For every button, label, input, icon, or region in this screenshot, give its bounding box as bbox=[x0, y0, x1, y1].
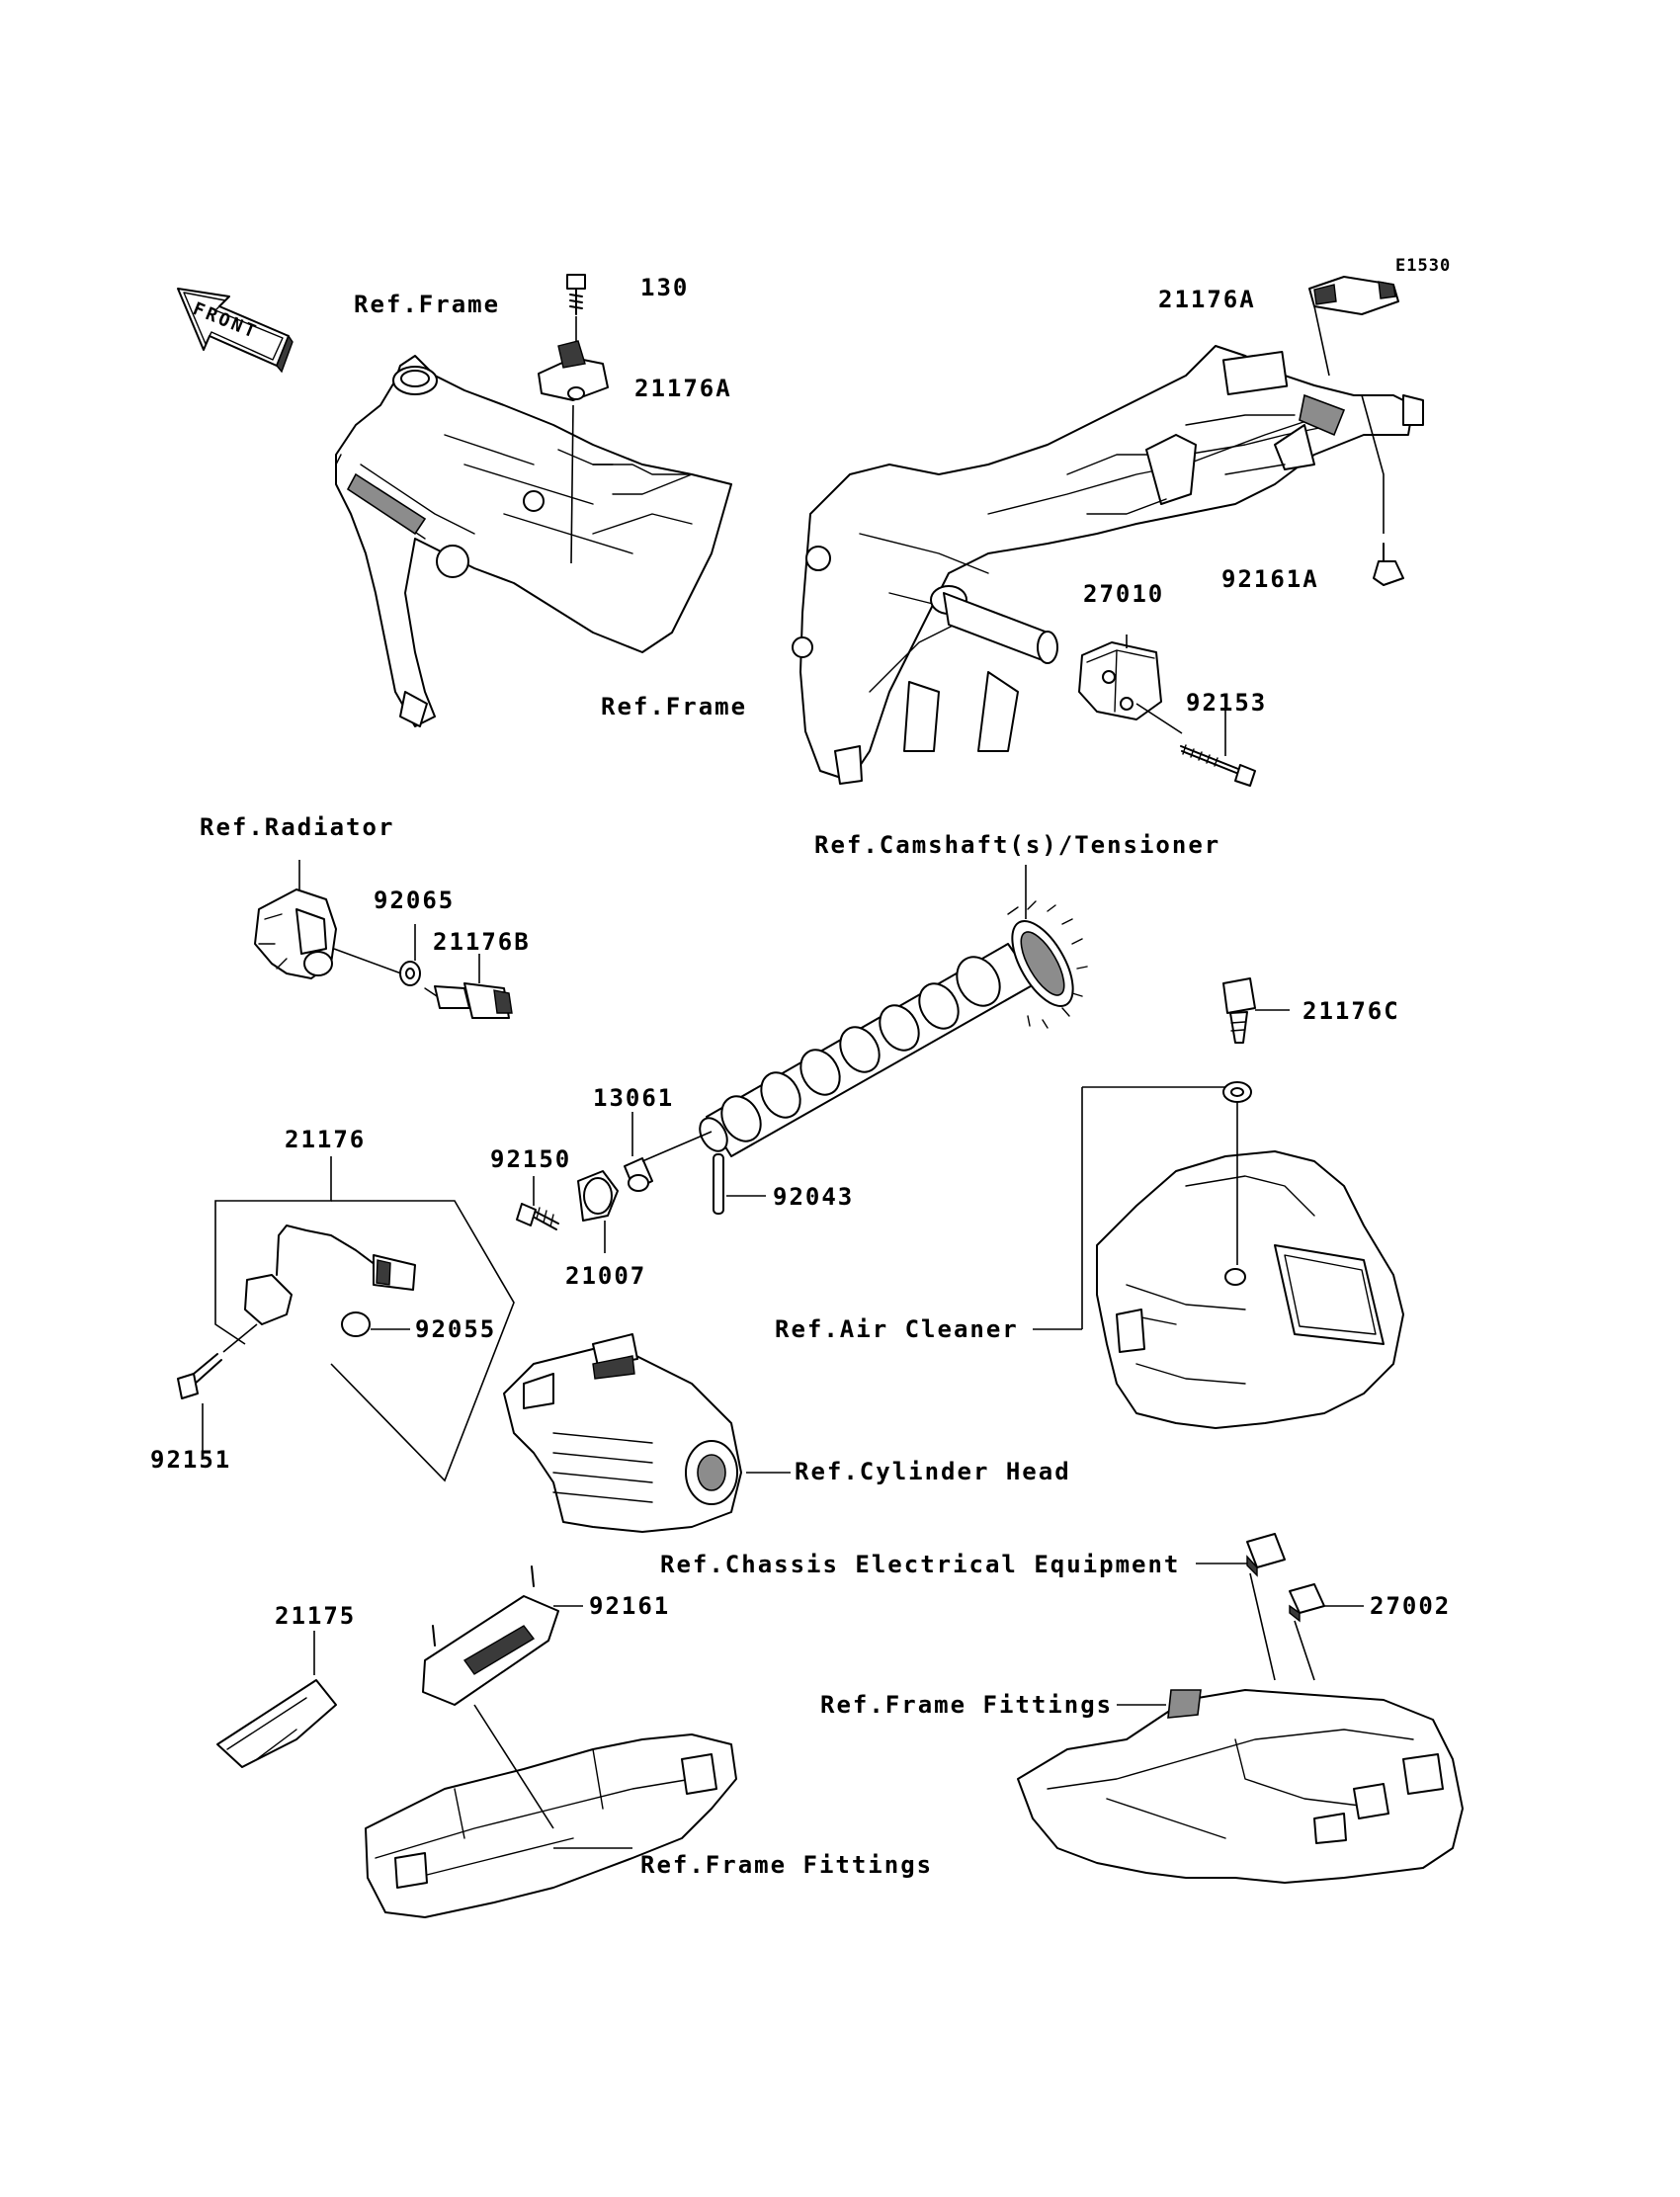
part-13061-label: 13061 bbox=[593, 1084, 675, 1112]
unit-27010 bbox=[1078, 641, 1162, 720]
part-21176b-label: 21176B bbox=[433, 928, 531, 956]
part-92153-label: 92153 bbox=[1186, 689, 1268, 717]
part-21176c-label: 21176C bbox=[1302, 997, 1400, 1025]
module-chassis-electrical bbox=[1246, 1533, 1286, 1577]
ref-camshaft-label: Ref.Camshaft(s)/Tensioner bbox=[814, 831, 1221, 859]
ref-frame-left-label: Ref.Frame bbox=[354, 291, 501, 318]
part-92055-label: 92055 bbox=[415, 1315, 497, 1343]
part-92161-label: 92161 bbox=[589, 1592, 671, 1620]
ref-frame-fittings-left-label: Ref.Frame Fittings bbox=[640, 1851, 934, 1879]
ref-radiator-label: Ref.Radiator bbox=[200, 813, 395, 841]
part-130-label: 130 bbox=[640, 274, 690, 301]
oring-92055 bbox=[341, 1311, 371, 1337]
sensor-21176c bbox=[1222, 977, 1256, 1044]
washer-92065 bbox=[399, 961, 421, 986]
diagram-code: E1530 bbox=[1395, 256, 1452, 276]
sensor-21176a-top bbox=[538, 340, 609, 401]
frame-fittings-right-illustration bbox=[1017, 1689, 1464, 1884]
bolt-92153 bbox=[1180, 744, 1256, 787]
part-92065-label: 92065 bbox=[374, 887, 456, 914]
main-frame-illustration bbox=[792, 345, 1424, 785]
part-21007-label: 21007 bbox=[565, 1262, 647, 1290]
pin-92043 bbox=[713, 1153, 724, 1215]
bolt-92151 bbox=[177, 1353, 222, 1399]
left-frame-illustration bbox=[335, 355, 732, 727]
part-92161a-label: 92161A bbox=[1221, 565, 1319, 593]
cylinder-head-illustration bbox=[503, 1333, 742, 1533]
part-21176-label: 21176 bbox=[285, 1126, 367, 1153]
bolt-130 bbox=[566, 274, 586, 315]
sensor-21176 bbox=[244, 1225, 416, 1325]
air-cleaner-illustration bbox=[1096, 1150, 1404, 1429]
plate-92161 bbox=[422, 1565, 559, 1706]
ref-chassis-electrical-label: Ref.Chassis Electrical Equipment bbox=[660, 1551, 1181, 1578]
sensor-21176b bbox=[424, 982, 513, 1019]
ref-cylinder-head-label: Ref.Cylinder Head bbox=[795, 1458, 1071, 1485]
part-92150-label: 92150 bbox=[490, 1145, 572, 1173]
camshaft-illustration bbox=[699, 900, 1088, 1157]
ref-frame-center-label: Ref.Frame bbox=[601, 693, 748, 720]
part-27010-label: 27010 bbox=[1083, 580, 1165, 608]
cover-21175 bbox=[216, 1679, 337, 1768]
module-27002 bbox=[1289, 1583, 1325, 1623]
ref-frame-fittings-right-label: Ref.Frame Fittings bbox=[820, 1691, 1114, 1719]
radiator-housing-illustration bbox=[254, 888, 337, 979]
part-92043-label: 92043 bbox=[773, 1183, 855, 1211]
collar-21007 bbox=[577, 1170, 619, 1222]
part-21175-label: 21175 bbox=[275, 1602, 357, 1630]
grommet-air-cleaner bbox=[1222, 1081, 1252, 1103]
part-21176a-top-label: 21176A bbox=[634, 375, 732, 402]
ref-air-cleaner-label: Ref.Air Cleaner bbox=[775, 1315, 1019, 1343]
front-arrow-icon bbox=[177, 288, 294, 374]
screw-92161a bbox=[1373, 543, 1404, 586]
bushing-13061 bbox=[624, 1157, 653, 1192]
bolt-92150 bbox=[516, 1203, 559, 1230]
part-21176a-right-label: 21176A bbox=[1158, 286, 1256, 313]
part-92151-label: 92151 bbox=[150, 1446, 232, 1474]
sensor-21176a-right bbox=[1308, 276, 1399, 315]
part-27002-label: 27002 bbox=[1370, 1592, 1452, 1620]
